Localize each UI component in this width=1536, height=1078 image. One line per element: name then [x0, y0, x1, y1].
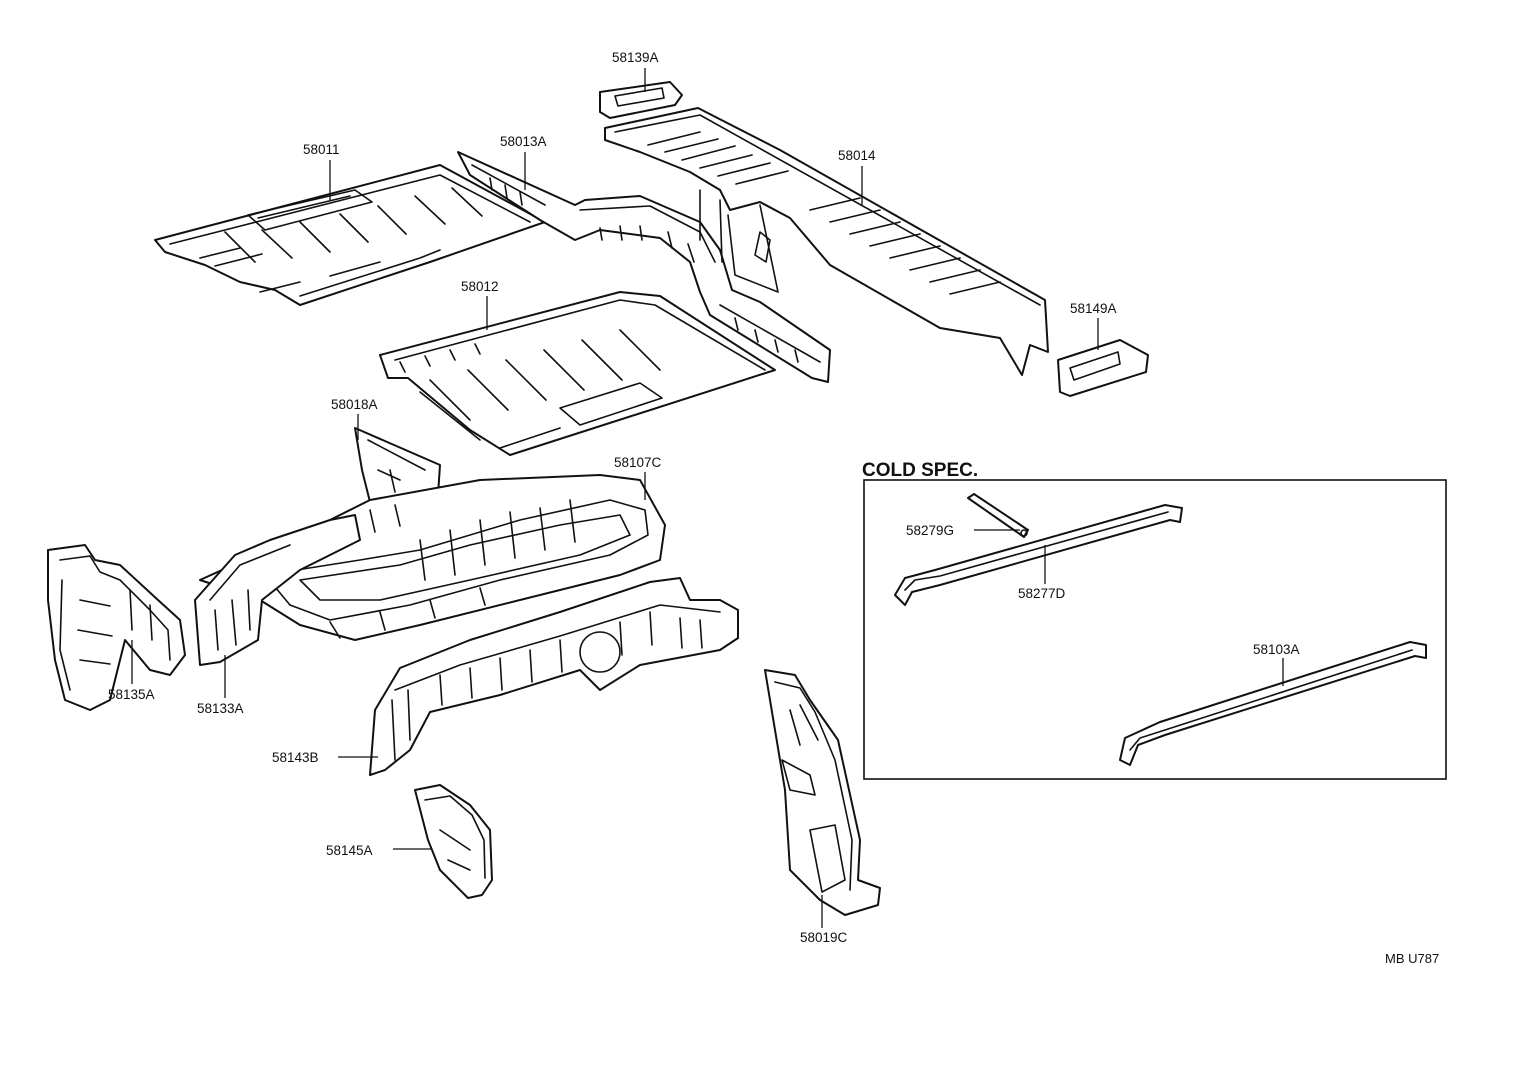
label-58135A: 58135A: [108, 687, 155, 702]
part-58149A-bracket: [1057, 339, 1149, 397]
label-58018A: 58018A: [331, 397, 378, 412]
part-58139A-bracket: [599, 81, 683, 119]
diagram-code: MB U787: [1385, 951, 1439, 966]
label-58145A: 58145A: [326, 843, 373, 858]
part-58013A-floor-side-member: [457, 151, 831, 383]
label-58133A: 58133A: [197, 701, 244, 716]
label-58011: 58011: [303, 142, 340, 157]
leader-lines: [131, 68, 1284, 928]
label-58139A: 58139A: [612, 50, 659, 65]
cold-spec-title: COLD SPEC.: [862, 460, 978, 481]
cold-spec-box: COLD SPEC.: [862, 460, 1447, 780]
label-58279G: 58279G: [906, 523, 954, 538]
label-58149A: 58149A: [1070, 301, 1117, 316]
part-58133A-side-rail: [194, 514, 361, 666]
label-58019C: 58019C: [800, 930, 848, 945]
part-58103A-crossbar: [1119, 641, 1427, 766]
label-58143B: 58143B: [272, 750, 319, 765]
part-labels: 58139A 58013A 58011 58014 58012 58149A 5…: [108, 50, 1300, 945]
part-58014-rear-floor-panel: [604, 107, 1049, 376]
label-58277D: 58277D: [1018, 586, 1066, 601]
label-58013A: 58013A: [500, 134, 547, 149]
label-58014: 58014: [838, 148, 876, 163]
part-58277D-crossbar: [894, 504, 1183, 606]
label-58103A: 58103A: [1253, 642, 1300, 657]
part-58012-center-floor-panel: [379, 291, 776, 456]
part-58107C-floor-frame: [199, 474, 666, 641]
label-58012: 58012: [461, 279, 499, 294]
part-58145A-bracket: [414, 784, 493, 899]
part-58143B-cross-member: [369, 577, 739, 776]
part-58011-front-floor-panel: [154, 164, 546, 306]
label-58107C: 58107C: [614, 455, 662, 470]
part-58135A-side-panel: [47, 544, 186, 711]
part-58019C-pillar: [764, 669, 881, 916]
part-58279G-strap: [967, 493, 1029, 538]
